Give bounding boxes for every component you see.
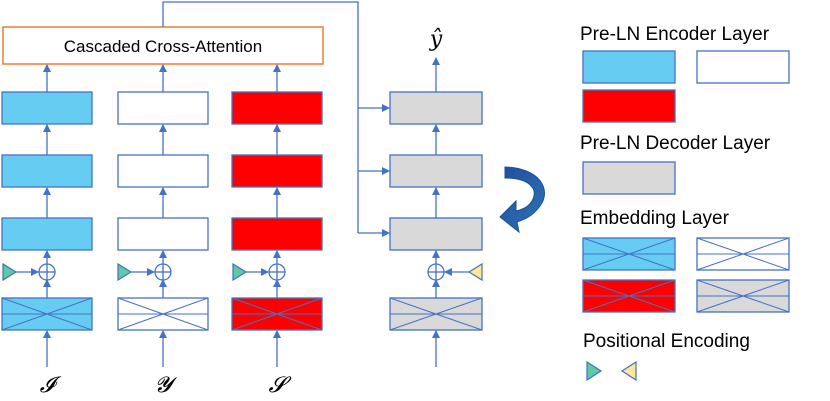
add-node (268, 263, 286, 281)
legend-encoder-title: Pre-LN Encoder Layer (580, 24, 770, 45)
embedding-layer (389, 297, 483, 331)
positional-encoding-icon (232, 262, 248, 282)
decoder-layer (389, 91, 483, 125)
decoder-layer (389, 217, 483, 251)
legend: Pre-LN Encoder Layer Pre-LN Decoder Laye… (580, 24, 790, 382)
encoder-layer (1, 217, 93, 251)
encoder-layer (231, 154, 323, 188)
encoder-column-3 (231, 91, 323, 331)
input-label: 𝓘 (40, 373, 62, 398)
legend-encoder-red (582, 89, 676, 123)
legend-positional-title: Positional Encoding (583, 331, 750, 352)
encoder-column-2 (117, 91, 209, 331)
decoder-column (389, 91, 483, 331)
encoder-layer (117, 217, 209, 251)
output-label: ŷ (429, 27, 443, 52)
positional-encoding-icon (117, 262, 133, 282)
recurrence-arrow-icon (499, 166, 545, 234)
positional-encoding-icon (467, 262, 483, 282)
encoder-layer (231, 91, 323, 125)
flow-arrows (43, 57, 440, 367)
decoder-layer (389, 154, 483, 188)
cross-attention-box (2, 26, 324, 65)
add-node (38, 263, 56, 281)
encoder-layer (231, 217, 323, 251)
legend-encoder-blue (582, 50, 676, 84)
legend-encoder-white (696, 50, 790, 84)
encoder-layer (117, 154, 209, 188)
input-label: 𝓢 (268, 373, 291, 398)
legend-embedding-gray (696, 279, 790, 313)
embedding-layer (117, 297, 209, 331)
encoder-layer (1, 91, 93, 125)
add-node (427, 263, 445, 281)
legend-embedding-title: Embedding Layer (580, 208, 730, 229)
add-node (154, 263, 172, 281)
cross-attention-connector (162, 1, 390, 237)
legend-embedding-white (696, 237, 790, 271)
legend-positional-yellow-icon (620, 360, 637, 382)
embedding-layer (1, 297, 93, 331)
legend-positional-green-icon (586, 360, 603, 382)
cross-attention-label: Cascaded Cross-Attention (64, 37, 262, 56)
embedding-layer (231, 297, 323, 331)
legend-embedding-red (582, 279, 676, 313)
legend-decoder-gray (582, 161, 676, 195)
input-label: 𝓨 (154, 373, 177, 398)
encoder-layer (117, 91, 209, 125)
legend-decoder-title: Pre-LN Decoder Layer (580, 133, 771, 154)
encoder-layer (1, 154, 93, 188)
legend-embedding-blue (582, 237, 676, 271)
positional-encoding-icon (2, 262, 18, 282)
